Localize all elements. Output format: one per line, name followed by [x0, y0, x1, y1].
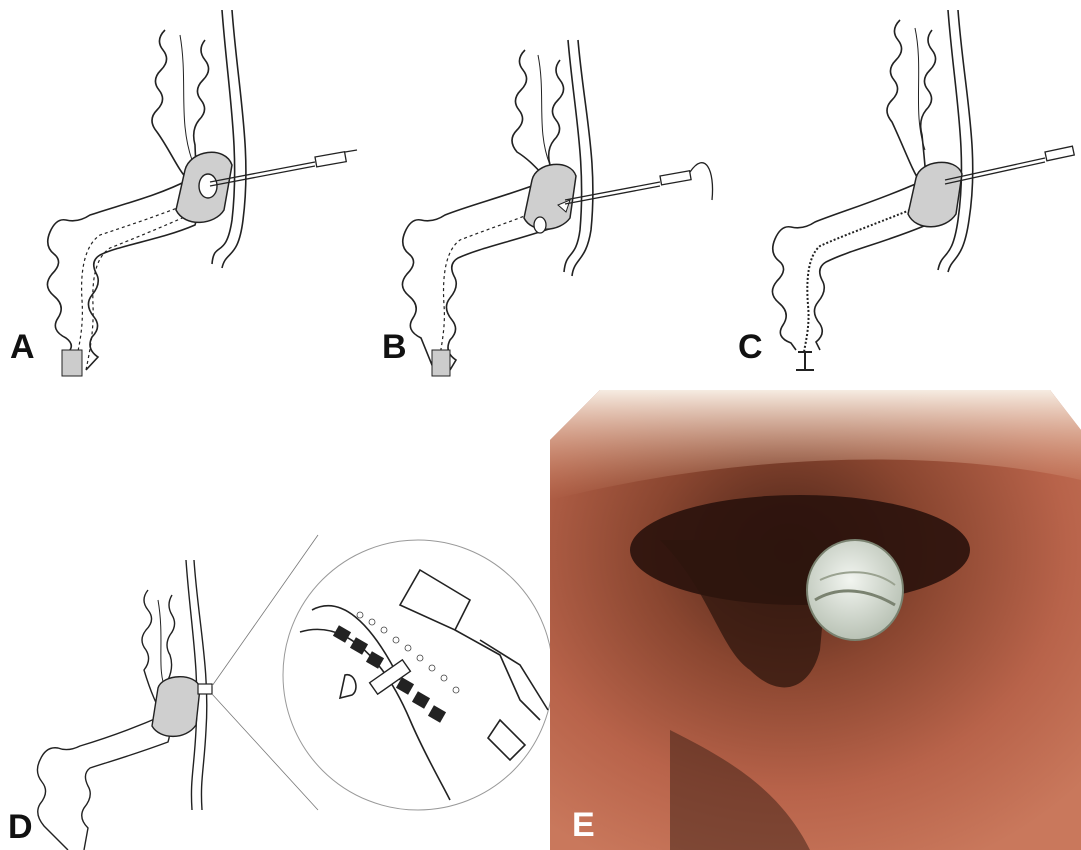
panel-label-e: E: [572, 808, 595, 842]
colon-inner-line: [180, 35, 192, 160]
plug-device-icon: [524, 164, 576, 233]
colon-outline: [37, 590, 164, 850]
panel-label-a: A: [10, 330, 35, 364]
guide-tract: [86, 210, 200, 370]
colon-inner-line: [915, 28, 925, 150]
needle-icon: [945, 146, 1074, 184]
abdominal-wall-line: [212, 10, 235, 264]
abdominal-wall-line: [564, 40, 582, 272]
needle-icon: [565, 163, 713, 204]
panel-d: D: [0, 390, 560, 850]
panel-e: E: [550, 390, 1081, 850]
abdominal-wall-line: [572, 40, 593, 276]
colon-illustration-c: [720, 0, 1081, 380]
implanted-plug: [807, 540, 903, 640]
guide-tract: [438, 210, 540, 370]
abdominal-wall-line: [938, 10, 962, 270]
endoscopic-photo: [550, 390, 1081, 850]
colon-outline: [47, 30, 188, 370]
colon-inner-line: [538, 55, 550, 165]
guide-tract: [804, 210, 910, 352]
panel-label-b: B: [382, 330, 407, 364]
colon-outline: [772, 20, 920, 350]
colon-illustration-b: [360, 0, 720, 380]
guide-tract: [74, 200, 198, 370]
plug-placement-illustration: [0, 390, 560, 850]
panel-label-c: C: [738, 330, 763, 364]
panel-label-d: D: [8, 810, 33, 844]
colon-illustration-a: [0, 0, 360, 380]
colon-inner-line: [158, 600, 166, 690]
panel-c: C: [720, 0, 1081, 380]
magnified-inset-icon: [283, 540, 553, 810]
panel-a: A: [0, 0, 360, 380]
plug-device-icon: [908, 162, 962, 226]
plug-device-icon: [176, 152, 232, 222]
plug-device-icon: [152, 677, 212, 737]
panel-b: B: [360, 0, 720, 380]
